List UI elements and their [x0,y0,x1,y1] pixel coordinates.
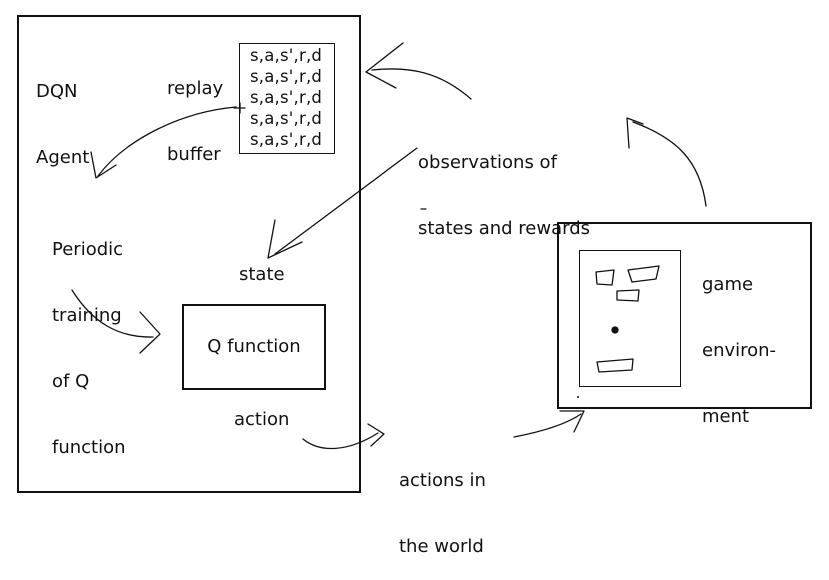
arrow-observations-to-state [274,147,418,255]
game-screen [579,250,681,387]
agent-title: DQN Agent [36,37,89,191]
dqn-agent-frame [17,15,361,493]
game-environment-frame [557,222,812,409]
arrow-buffer-to-training-head [90,151,117,179]
brick-sprite-1 [595,269,615,286]
agent-title-line-2: Agent [36,147,90,168]
game-label-line-2: environ- [702,340,777,361]
game-environment-label: game environ- ment [702,230,776,450]
actions-world-label-line-2: the world [399,536,484,557]
training-label: Periodic training of Q function [52,195,126,481]
state-label: state [239,264,285,285]
brick-sprite-2 [627,265,660,283]
arrow-buffer-to-training [97,106,237,177]
arrow-action-to-world-head [367,423,385,447]
tick-mark [233,102,246,114]
stray-dot [577,396,579,398]
action-label: action [234,409,290,430]
paddle-sprite [596,358,634,373]
arrow-observations-to-state-head [267,219,303,259]
replay-buffer-entry: s,a,s',r,d [250,130,323,149]
q-function-label: Q function [207,336,301,357]
replay-buffer-box: s,a,s',r,d s,a,s',r,d s,a,s',r,d s,a,s',… [239,43,335,154]
replay-buffer-entry: s,a,s',r,d [250,46,323,65]
arrow-world-to-env-head [559,410,585,433]
arrow-training-to-q [71,289,154,338]
training-label-line-4: function [52,437,126,458]
game-label-line-1: game [702,274,754,295]
game-label-line-3: ment [702,406,750,427]
diagram-strokes [71,42,707,450]
observations-label-line-2: states and rewards [418,218,591,239]
training-label-line-2: training [52,305,122,326]
replay-buffer-entry: s,a,s',r,d [250,67,323,86]
arrow-observations-to-buffer-head [365,42,404,89]
agent-title-line-1: DQN [36,81,78,102]
replay-buffer-entry: s,a,s',r,d [250,109,323,128]
observations-label-line-1: observations of [418,152,557,173]
actions-world-label-line-1: actions in [399,470,486,491]
arrow-action-to-world [302,432,379,450]
replay-buffer-label-line-2: buffer [167,144,221,165]
replay-buffer-label: replay buffer [167,34,223,188]
ball-sprite [611,326,619,334]
training-label-line-1: Periodic [52,239,124,260]
arrow-env-to-observations-head [626,117,644,149]
arrow-world-to-env [513,413,582,438]
brick-sprite-3 [616,289,640,302]
arrow-env-to-observations [632,121,707,207]
arrow-observations-to-buffer [371,68,472,100]
replay-buffer-entry: s,a,s',r,d [250,88,323,107]
q-function-box: Q function [182,304,326,390]
replay-buffer-label-line-1: replay [167,78,224,99]
observations-label: observations of states and rewards [418,108,590,262]
arrow-training-to-q-head [139,311,161,354]
training-label-line-3: of Q [52,371,90,392]
